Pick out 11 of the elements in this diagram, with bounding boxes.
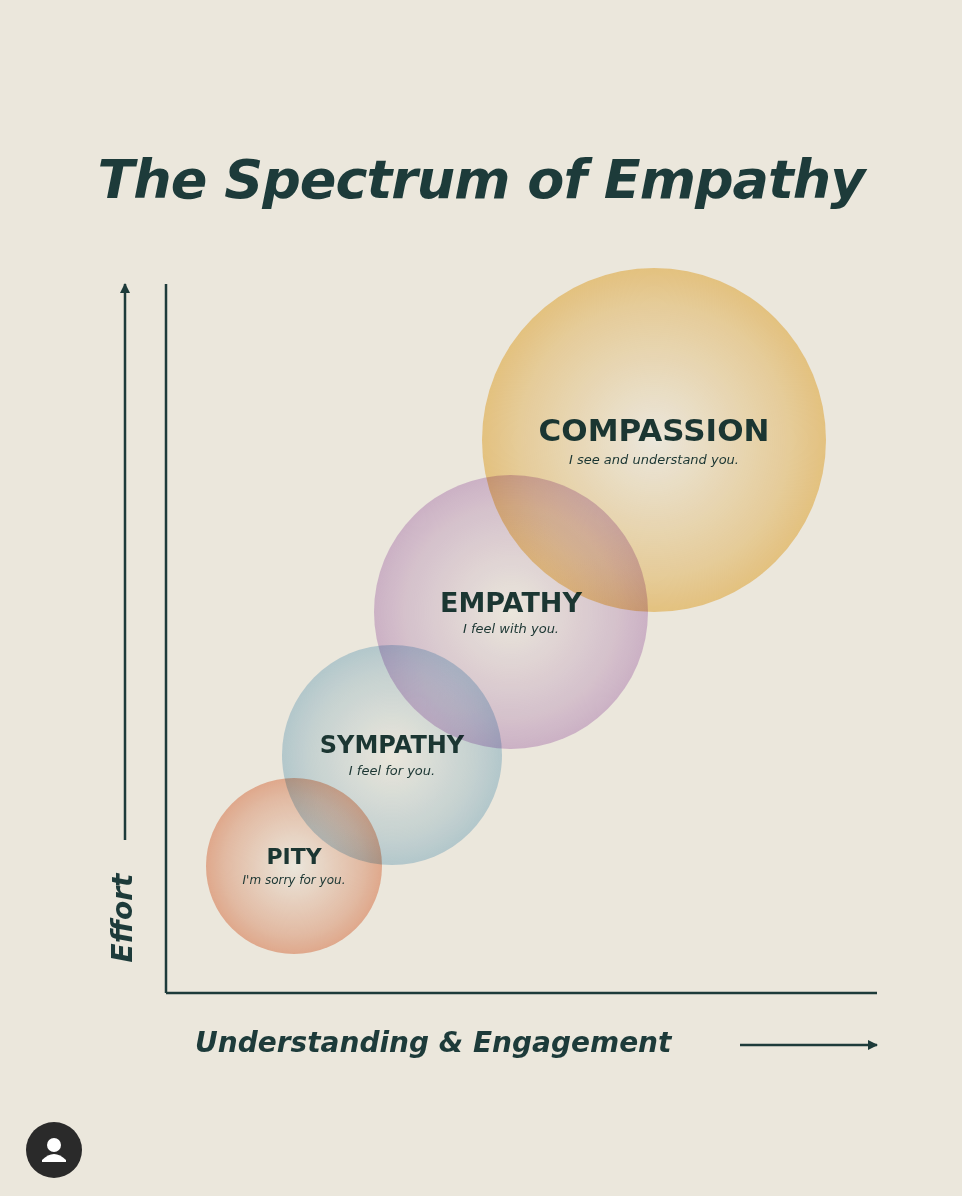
axis-label: Understanding & Engagement bbox=[195, 1026, 672, 1059]
bubble-caption: I see and understand you. bbox=[569, 451, 739, 467]
bubble-caption: I feel for you. bbox=[348, 762, 436, 778]
bubble-heading: EMPATHY bbox=[440, 587, 582, 618]
axis-label: Effort bbox=[105, 873, 139, 963]
bubble-heading: SYMPATHY bbox=[319, 732, 465, 759]
bubble-caption: I'm sorry for you. bbox=[242, 873, 346, 888]
bubble-caption: I feel with you. bbox=[463, 621, 559, 637]
title: The Spectrum of Empathy bbox=[96, 148, 868, 211]
bubble-heading: COMPASSION bbox=[538, 413, 770, 448]
bubble-heading: PITY bbox=[266, 844, 322, 870]
